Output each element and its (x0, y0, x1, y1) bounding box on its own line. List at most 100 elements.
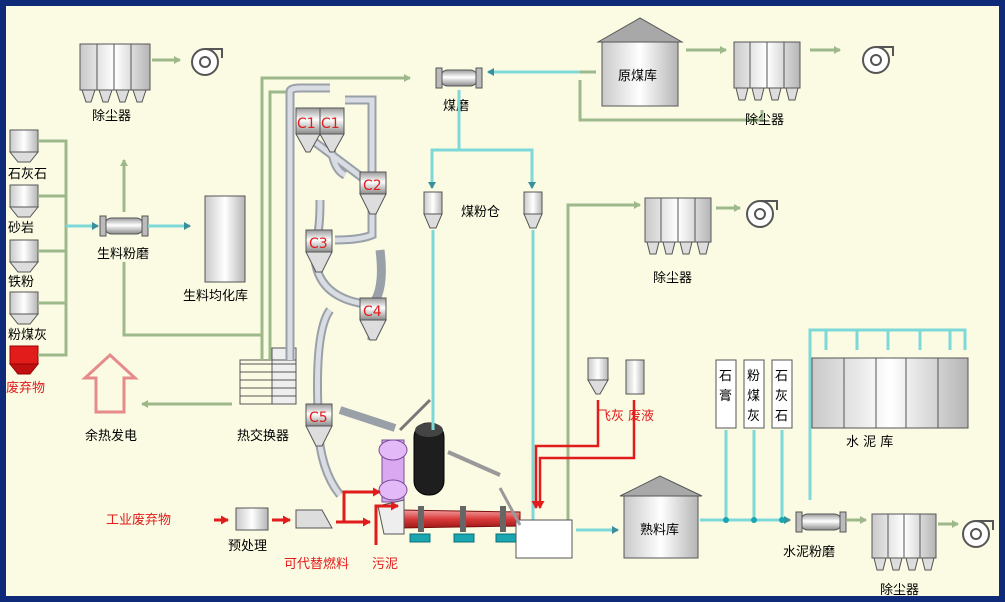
label-waste: 废弃物 (6, 380, 45, 396)
label-sandstone: 砂岩 (8, 221, 34, 236)
label-pretreatment: 预处理 (228, 539, 267, 554)
label-raw-coal-store: 原煤库 (618, 68, 657, 84)
alt-fuel-feed-lines (336, 487, 399, 545)
calciner (378, 439, 408, 503)
label-addflyash-1: 粉 (747, 369, 760, 384)
label-dust-collector-4: 除尘器 (880, 583, 919, 598)
cyclone-c1-right (319, 107, 345, 153)
bin-sandstone (8, 184, 40, 218)
coal-burner-drum (413, 422, 445, 496)
label-addlime-2: 灰 (775, 389, 788, 404)
cyclone-c4 (359, 297, 387, 341)
bin-additive-flyash (743, 359, 765, 429)
waste-feed-lines (531, 400, 636, 509)
fan-icon (862, 46, 894, 74)
label-waste-heat: 余热发电 (85, 428, 137, 444)
pipe-hx-to-tower (268, 90, 290, 360)
canvas-background (6, 6, 999, 596)
pretreatment-unit (235, 507, 269, 531)
label-fly-ash: 飞灰 (598, 409, 624, 424)
coal-feed-line (398, 398, 432, 432)
label-alt-fuel: 可代替燃料 (284, 556, 349, 572)
label-c2: C2 (363, 178, 382, 194)
additive-feed-lines (724, 430, 784, 518)
label-coal-bin: 煤粉仓 (461, 205, 500, 220)
cyclone-c2 (359, 171, 387, 215)
cyclones (295, 107, 387, 447)
coal-powder-bins (423, 191, 543, 229)
kiln-supports (409, 533, 517, 543)
label-raw-mill: 生料粉磨 (97, 247, 149, 262)
raw-mill (99, 215, 149, 237)
pipe-raw-return (122, 262, 262, 337)
cyclone-c3 (305, 229, 333, 273)
bin-waste (8, 345, 40, 375)
fan-icon (962, 520, 994, 548)
pipe-hx-to-coalmill (260, 74, 411, 360)
label-heat-exchanger: 热交换器 (237, 428, 289, 444)
label-coal-mill: 煤磨 (443, 99, 469, 114)
pipe-cooler-to-dust3 (566, 201, 641, 520)
raw-coal-store (596, 17, 684, 107)
coal-bin-2 (523, 191, 543, 229)
raw-material-bins (8, 129, 40, 375)
label-addflyash-2: 煤 (747, 389, 760, 404)
bin-iron (8, 239, 40, 273)
label-waste-liquid: 废液 (628, 408, 654, 424)
dust-collector-3 (644, 197, 712, 255)
label-sludge: 污泥 (372, 557, 398, 572)
label-c1-left: C1 (297, 116, 316, 132)
additive-dots (723, 517, 785, 523)
raw-material-pipes (38, 139, 99, 357)
label-addlime-1: 石 (775, 369, 788, 384)
label-cement-mill: 水泥粉磨 (783, 545, 835, 560)
heat-exchanger (239, 347, 297, 405)
label-gypsum-2: 膏 (719, 388, 732, 404)
waste-heat-house-icon (81, 352, 139, 414)
label-industrial-waste: 工业废弃物 (106, 512, 171, 528)
coal-bin-1 (423, 191, 443, 229)
label-c5: C5 (309, 410, 328, 426)
dust-collector-2 (733, 41, 801, 101)
tertiary-air-duct (447, 450, 501, 477)
pipe-mill-to-bin-1 (428, 90, 461, 189)
cement-mill (795, 511, 847, 533)
label-limestone: 石灰石 (8, 167, 47, 182)
label-gypsum-1: 石 (719, 369, 732, 384)
bin-limestone (8, 129, 40, 163)
alt-fuel-hopper (295, 509, 333, 529)
bin-additive-limestone (771, 359, 793, 429)
pipe-mill-to-bin-2 (459, 148, 536, 189)
rotary-kiln (399, 506, 521, 532)
waste-liquid-tank (625, 359, 645, 395)
dust-collector-1 (79, 43, 151, 103)
dust-collector-4 (871, 513, 937, 571)
label-addflyash-3: 灰 (747, 409, 760, 424)
label-flyash: 粉煤灰 (8, 328, 47, 343)
homogenizing-silo (204, 195, 246, 283)
label-dust-collector-1: 除尘器 (92, 109, 131, 124)
label-clinker-store: 熟料库 (640, 522, 679, 538)
label-iron: 铁粉 (8, 275, 34, 290)
fly-ash-bin (587, 357, 609, 395)
label-dust-collector-2: 除尘器 (745, 113, 784, 128)
cyclone-c5 (305, 403, 333, 447)
label-c4: C4 (363, 304, 382, 320)
label-c1-right: C1 (321, 116, 340, 132)
coal-mill (435, 67, 483, 89)
label-dust-collector-3: 除尘器 (653, 271, 692, 286)
fan-icon (746, 200, 778, 228)
bin-flyash (8, 291, 40, 325)
additive-bins (715, 359, 793, 429)
pipe-coal-loop (578, 80, 764, 122)
label-c3: C3 (309, 236, 328, 252)
cyclone-c1-left (295, 107, 321, 153)
clinker-cooler (498, 487, 573, 559)
clinker-store (619, 475, 703, 559)
label-addlime-3: 石 (775, 409, 788, 424)
bin-gypsum (715, 359, 737, 429)
duct-c5-calciner (338, 406, 397, 432)
fan-icon (191, 48, 223, 76)
